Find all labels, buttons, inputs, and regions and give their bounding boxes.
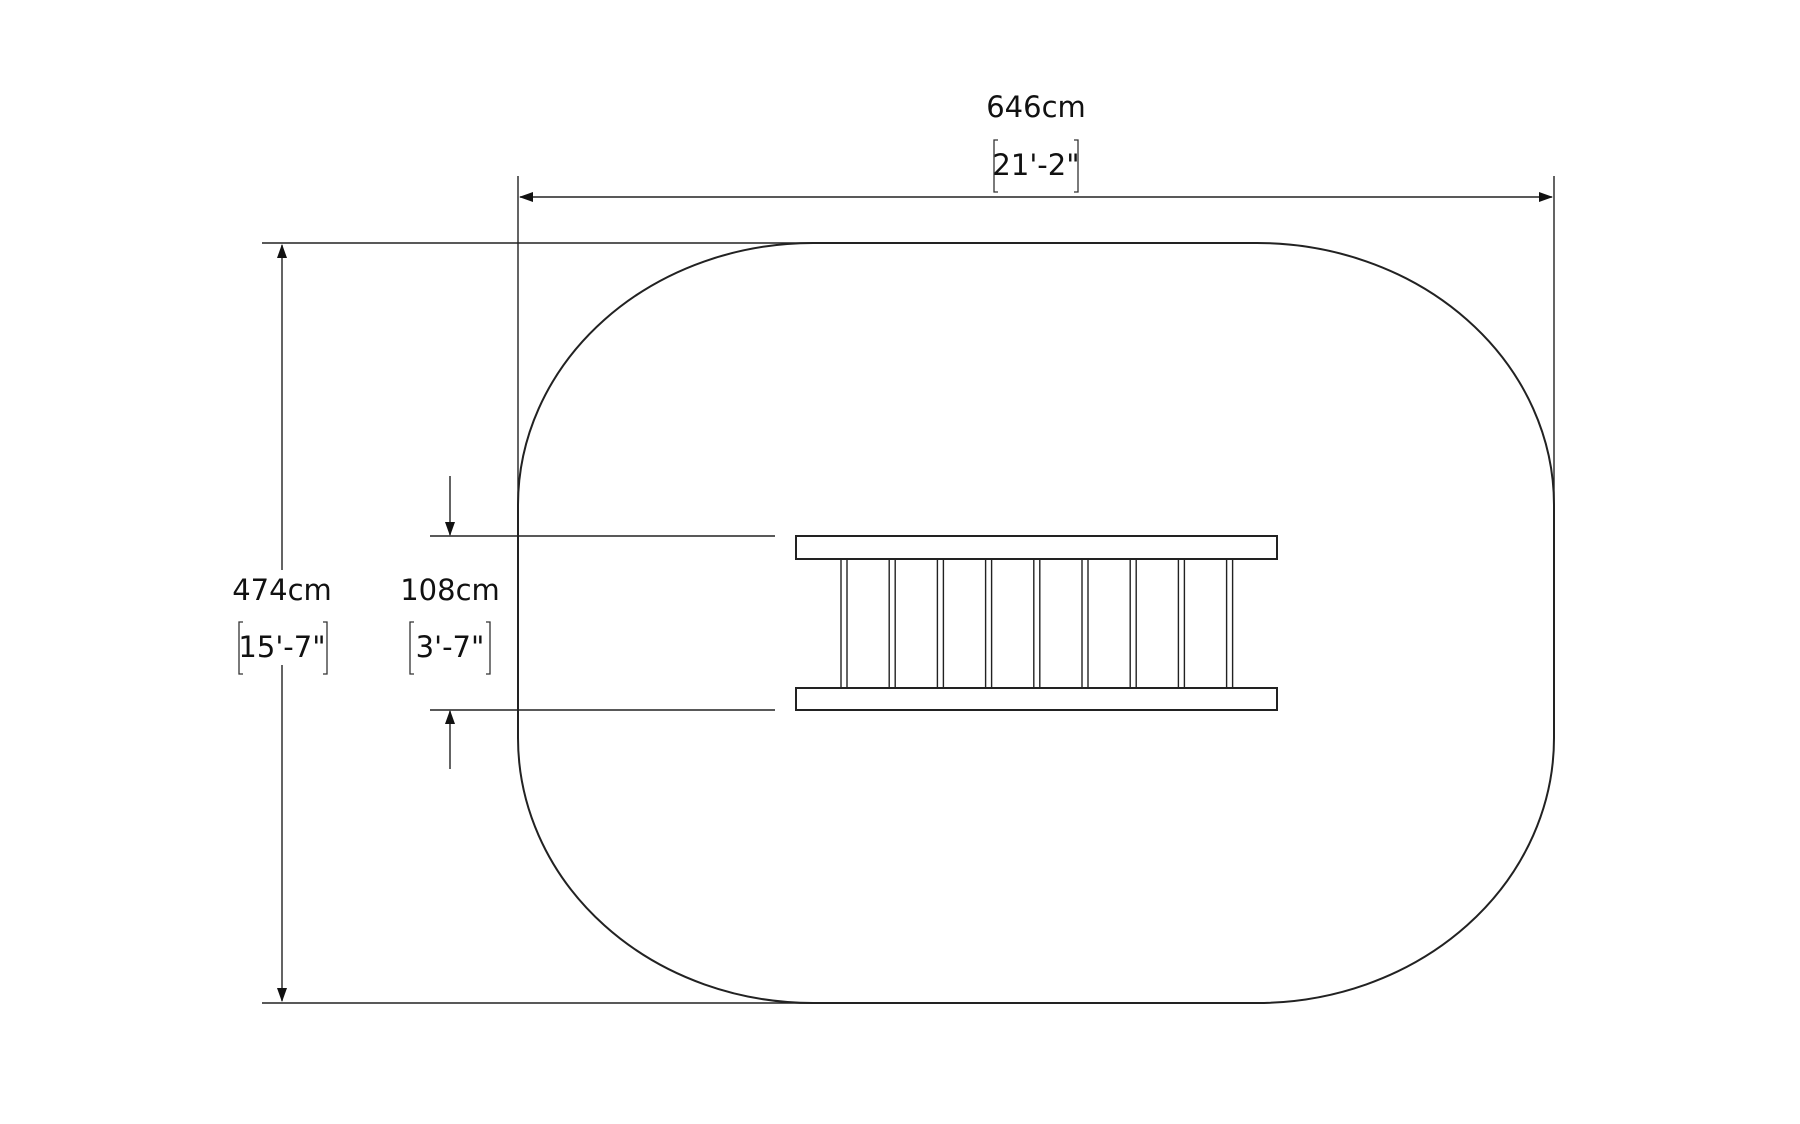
ladder-width-imperial-label: 3'-7" bbox=[416, 630, 485, 664]
width-metric-label: 646cm bbox=[986, 90, 1086, 124]
ladder-rung bbox=[1177, 558, 1186, 689]
ladder-width-metric-label: 108cm bbox=[400, 573, 500, 607]
ladder-top-rail bbox=[795, 535, 1278, 560]
height-metric-label: 474cm bbox=[232, 573, 332, 607]
ladder-width-dimension: 108cm 3'-7" bbox=[400, 476, 775, 769]
width-imperial-label: 21'-2" bbox=[992, 148, 1079, 182]
ladder-rung bbox=[984, 558, 993, 689]
ladder-rung bbox=[888, 558, 896, 689]
ladder-rung bbox=[936, 558, 945, 689]
ladder bbox=[795, 535, 1278, 711]
ladder-bottom-rail bbox=[795, 687, 1278, 711]
height-dimension: 474cm 15'-7" bbox=[232, 242, 813, 1004]
ladder-rung bbox=[1033, 558, 1041, 689]
width-dimension: 646cm 21'-2" bbox=[517, 90, 1555, 520]
ladder-rung bbox=[840, 558, 848, 689]
ladder-rung bbox=[1081, 558, 1089, 689]
ladder-rung bbox=[1225, 558, 1234, 689]
safety-zone-outline bbox=[517, 242, 1555, 1004]
height-imperial-label: 15'-7" bbox=[238, 630, 325, 664]
ladder-rung bbox=[1129, 558, 1137, 689]
